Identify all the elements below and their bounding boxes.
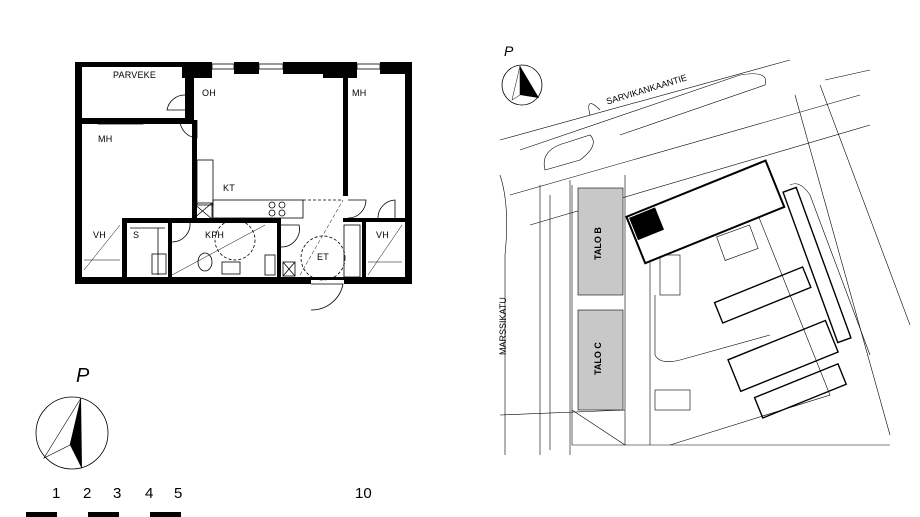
site-plan-drawing [499, 59, 911, 455]
scale-segment [150, 512, 181, 517]
highlight-unit [629, 207, 665, 241]
site-north-label: P [504, 43, 514, 59]
floor-plan-drawing [75, 62, 412, 311]
room-label-oh: OH [202, 88, 216, 98]
scale-segment [26, 512, 57, 517]
room-label-vh-left: VH [93, 230, 106, 240]
floor-north-arrow: P [30, 365, 120, 475]
scale-tick-3: 3 [113, 485, 122, 502]
compass-icon [35, 396, 109, 470]
room-label-et: ET [317, 252, 329, 262]
room-label-mh-left: MH [98, 134, 113, 144]
scale-tick-4: 4 [145, 485, 154, 502]
north-label: P [76, 365, 90, 387]
room-label-mh-right: MH [352, 88, 367, 98]
street-label-marssikatu: MARSSIKATU [498, 297, 508, 355]
scale-tick-5: 5 [174, 485, 183, 502]
building-label-talo-c: TALO C [593, 342, 603, 375]
floor-plan: PARVEKE OH MH MH KT VH S KPH ET VH [0, 0, 460, 330]
room-label-kt: KT [223, 183, 235, 193]
room-label-vh-right: VH [376, 230, 389, 240]
site-plan: P SARVIKANKAANTIE MARSSIKATU TALO B TALO… [490, 43, 920, 455]
room-label-s: S [133, 230, 140, 240]
room-label-parveke: PARVEKE [113, 70, 157, 80]
building-label-talo-b: TALO B [593, 227, 603, 260]
scale-tick-1: 1 [52, 485, 61, 502]
scale-bar: 1 2 3 4 5 10 [0, 485, 400, 517]
scale-segment [88, 512, 119, 517]
room-label-kph: KPH [205, 230, 225, 240]
scale-tick-2: 2 [83, 485, 92, 502]
scale-tick-10: 10 [355, 485, 372, 502]
